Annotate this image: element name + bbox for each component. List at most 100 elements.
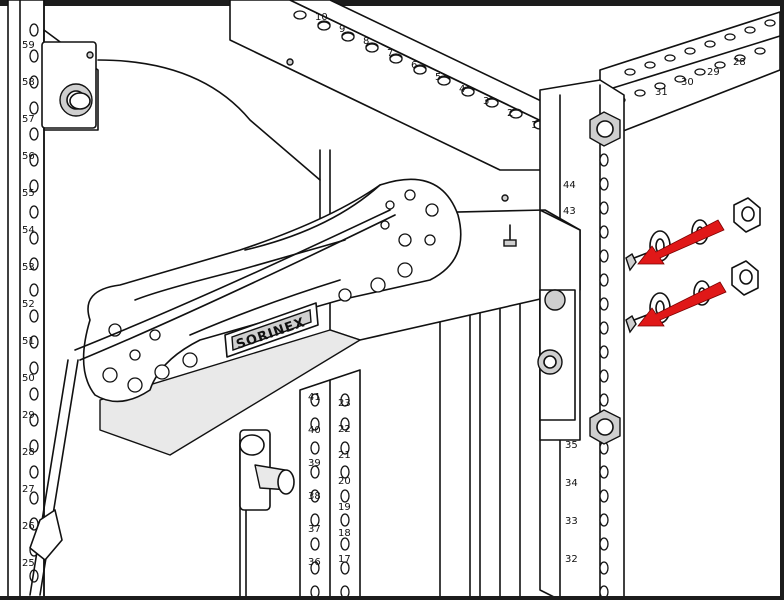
hole-number: 35 <box>565 440 578 451</box>
hole-number: 40 <box>308 425 321 436</box>
hole-number: 59 <box>22 40 35 51</box>
post-hole <box>29 465 39 479</box>
top-border <box>0 0 784 6</box>
hole-number: 32 <box>565 554 578 565</box>
post-hole <box>599 177 609 191</box>
right-post-bolts <box>589 111 621 445</box>
hole-number: 9 <box>339 24 345 35</box>
pop-pin <box>239 429 295 511</box>
post-hole <box>310 465 320 479</box>
post-hole <box>340 441 350 455</box>
beam-hole <box>654 82 666 90</box>
beam-hole <box>509 109 523 119</box>
post-hole <box>29 413 39 427</box>
post-hole <box>29 153 39 167</box>
post-hole <box>599 489 609 503</box>
hole-number: 41 <box>308 392 321 403</box>
beam-hole <box>624 68 636 76</box>
beam-hole <box>437 76 451 86</box>
beam-hole <box>754 47 766 55</box>
post-hole <box>599 465 609 479</box>
hole-number: 51 <box>22 336 35 347</box>
hole-number: 53 <box>22 262 35 273</box>
hole-number: 22 <box>338 424 351 435</box>
beam-hole <box>764 19 776 27</box>
beam-hole <box>644 61 656 69</box>
hole-number: 25 <box>22 558 35 569</box>
post-hole <box>599 249 609 263</box>
beam-hole <box>734 54 746 62</box>
post-hole <box>599 369 609 383</box>
post-hole <box>29 179 39 193</box>
beam-hole <box>724 33 736 41</box>
center-post-holes <box>310 393 350 599</box>
hole-number: 37 <box>308 524 321 535</box>
post-hole <box>29 387 39 401</box>
beam-hole <box>664 54 676 62</box>
hole-number: 50 <box>22 373 35 384</box>
install-arrow-lower <box>637 281 727 327</box>
install-arrow-upper <box>637 219 725 265</box>
hole-number: 21 <box>338 450 351 461</box>
hole-number: 23 <box>338 398 351 409</box>
beam-hole <box>389 54 403 64</box>
post-hole <box>310 537 320 551</box>
post-hole <box>29 335 39 349</box>
post-hole <box>599 153 609 167</box>
right-beam <box>599 11 781 141</box>
beam-hole <box>704 40 716 48</box>
left-bolt-plate <box>41 41 97 129</box>
beam-hole <box>293 10 307 20</box>
post-hole <box>310 489 320 503</box>
hole-number: 10 <box>315 12 328 23</box>
hole-number: 1 <box>531 120 537 131</box>
post-hole <box>310 561 320 575</box>
post-hole <box>599 201 609 215</box>
post-hole <box>340 417 350 431</box>
post-hole <box>29 101 39 115</box>
beam-hole <box>744 26 756 34</box>
post-hole <box>340 489 350 503</box>
post-hole <box>29 49 39 63</box>
hole-number: 55 <box>22 188 35 199</box>
hole-number: 27 <box>22 484 35 495</box>
hole-number: 56 <box>22 151 35 162</box>
post-hole <box>599 345 609 359</box>
pulley-housing <box>82 178 462 403</box>
beam-hole <box>694 68 706 76</box>
post-hole <box>29 205 39 219</box>
hole-number: 33 <box>565 516 578 527</box>
hole-number: 43 <box>563 206 576 217</box>
post-hole <box>29 75 39 89</box>
post-hole <box>310 441 320 455</box>
hole-number: 38 <box>308 491 321 502</box>
hole-number: 31 <box>655 87 668 98</box>
beam-hole <box>714 61 726 69</box>
beam-hole <box>485 98 499 108</box>
hole-number: 52 <box>22 299 35 310</box>
post-hole <box>340 513 350 527</box>
hole-number: 18 <box>338 528 351 539</box>
hole-number: 7 <box>387 48 393 59</box>
post-hole <box>599 513 609 527</box>
hole-number: 2 <box>507 108 513 119</box>
cable <box>29 209 396 600</box>
post-hole <box>340 393 350 407</box>
right-upright <box>539 79 625 600</box>
hole-number-labels: 5958575655545352515029282726251098765432… <box>22 12 746 569</box>
hole-number: 36 <box>308 557 321 568</box>
hole-number: 34 <box>565 478 578 489</box>
top-beam <box>229 0 571 171</box>
post-hole <box>29 23 39 37</box>
post-hole <box>29 491 39 505</box>
post-hole <box>310 513 320 527</box>
bottom-border <box>0 596 784 600</box>
hole-number: 5 <box>435 72 441 83</box>
hole-number: 28 <box>733 57 746 68</box>
hole-number: 28 <box>22 447 35 458</box>
hole-number: 39 <box>308 458 321 469</box>
hole-number: 29 <box>22 410 35 421</box>
post-hole <box>599 297 609 311</box>
